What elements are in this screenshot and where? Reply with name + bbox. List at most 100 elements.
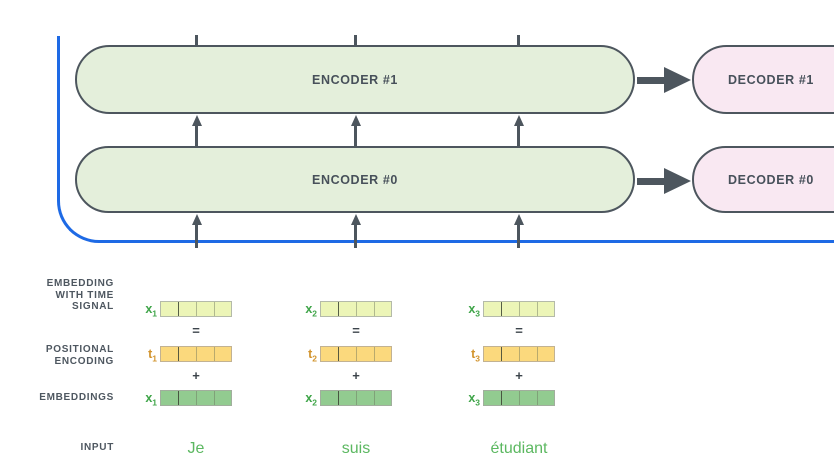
label-positional-encoding: POSITIONAL ENCODING xyxy=(0,344,114,367)
label-line: EMBEDDING xyxy=(46,278,114,289)
cell-divider xyxy=(374,347,375,361)
cell-divider xyxy=(338,391,339,405)
time-signal-vector-3 xyxy=(483,301,555,317)
cell-divider xyxy=(537,302,538,316)
cell-divider xyxy=(178,302,179,316)
cell-divider xyxy=(537,391,538,405)
encoder-0-box: ENCODER #0 xyxy=(75,146,635,213)
vector-subscript: 2 xyxy=(312,353,317,364)
arrowhead xyxy=(513,115,524,126)
t2-positional-label: t2 xyxy=(277,346,317,367)
up-arrow-icon xyxy=(513,115,524,146)
vector-symbol: x xyxy=(145,302,153,316)
arrowhead xyxy=(191,214,202,225)
cell-divider xyxy=(519,302,520,316)
label-line: SIGNAL xyxy=(72,301,114,312)
up-arrow-icon xyxy=(350,115,361,146)
cell-divider xyxy=(519,347,520,361)
encoder-stack-outline xyxy=(57,36,834,243)
vector-symbol: x xyxy=(468,302,476,316)
positional-encoding-vector-3 xyxy=(483,346,555,362)
vector-symbol: t xyxy=(471,347,476,361)
equals-sign: = xyxy=(515,323,523,338)
vector-symbol: x xyxy=(145,391,153,405)
vector-subscript: 2 xyxy=(312,308,317,319)
cell-divider xyxy=(356,347,357,361)
encoder-1-label: ENCODER #1 xyxy=(312,72,398,87)
cell-divider xyxy=(214,391,215,405)
arrowhead xyxy=(350,115,361,126)
vector-symbol: t xyxy=(308,347,313,361)
input-word-1: Je xyxy=(187,440,205,457)
vector-subscript: 1 xyxy=(152,308,157,319)
x1-time-signal-label: x1 xyxy=(117,301,157,322)
embedding-vector-2 xyxy=(320,390,392,406)
label-line: ENCODING xyxy=(54,355,114,367)
cell-divider xyxy=(501,391,502,405)
arrowhead xyxy=(664,67,691,93)
vector-symbol: t xyxy=(148,347,153,361)
vector-subscript: 3 xyxy=(475,308,480,319)
t1-positional-label: t1 xyxy=(117,346,157,367)
cell-divider xyxy=(519,391,520,405)
x2-time-signal-label: x2 xyxy=(277,301,317,322)
equals-sign: = xyxy=(192,323,200,338)
input-word-3: étudiant xyxy=(490,440,548,457)
top-arrow-stub xyxy=(354,35,357,46)
label-embeddings: EMBEDDINGS xyxy=(0,392,114,404)
vector-subscript: 1 xyxy=(152,397,157,408)
vector-symbol: x xyxy=(305,391,313,405)
vector-subscript: 2 xyxy=(312,397,317,408)
arrow-stem xyxy=(354,126,357,146)
vector-subscript: 3 xyxy=(475,397,480,408)
input-word-2: suis xyxy=(341,440,371,457)
cell-divider xyxy=(196,302,197,316)
arrow-stem xyxy=(517,225,520,248)
cell-divider xyxy=(374,391,375,405)
arrow-stem xyxy=(195,225,198,248)
cell-divider xyxy=(356,302,357,316)
cell-divider xyxy=(338,347,339,361)
x2-embedding-label: x2 xyxy=(277,390,317,411)
arrow-stem xyxy=(637,76,665,84)
cell-divider xyxy=(356,391,357,405)
decoder-1-box: DECODER #1 xyxy=(692,45,834,114)
arrow-stem xyxy=(195,126,198,146)
vector-symbol: x xyxy=(305,302,313,316)
decoder-0-label: DECODER #0 xyxy=(728,172,814,187)
x1-embedding-label: x1 xyxy=(117,390,157,411)
arrow-stem xyxy=(354,225,357,248)
t3-positional-label: t3 xyxy=(440,346,480,367)
arrowhead xyxy=(513,214,524,225)
label-line: POSITIONAL xyxy=(45,344,114,355)
arrowhead xyxy=(664,168,691,194)
right-arrow-icon xyxy=(637,168,691,194)
cell-divider xyxy=(214,347,215,361)
equals-sign: = xyxy=(352,323,360,338)
x3-time-signal-label: x3 xyxy=(440,301,480,322)
time-signal-vector-1 xyxy=(160,301,232,317)
label-line: WITH TIME xyxy=(55,289,114,301)
up-arrow-icon xyxy=(191,115,202,146)
label-line: INPUT xyxy=(80,442,114,453)
up-arrow-icon xyxy=(191,214,202,248)
decoder-0-box: DECODER #0 xyxy=(692,146,834,213)
cell-divider xyxy=(501,347,502,361)
arrowhead xyxy=(350,214,361,225)
time-signal-vector-2 xyxy=(320,301,392,317)
up-arrow-icon xyxy=(513,214,524,248)
top-arrow-stub xyxy=(517,35,520,46)
plus-sign: + xyxy=(515,368,523,383)
cell-divider xyxy=(196,391,197,405)
vector-subscript: 3 xyxy=(475,353,480,364)
label-input: INPUT xyxy=(0,442,114,454)
arrowhead xyxy=(191,115,202,126)
cell-divider xyxy=(178,391,179,405)
plus-sign: + xyxy=(352,368,360,383)
embedding-vector-1 xyxy=(160,390,232,406)
plus-sign: + xyxy=(192,368,200,383)
cell-divider xyxy=(501,302,502,316)
positional-encoding-vector-2 xyxy=(320,346,392,362)
right-arrow-icon xyxy=(637,67,691,93)
